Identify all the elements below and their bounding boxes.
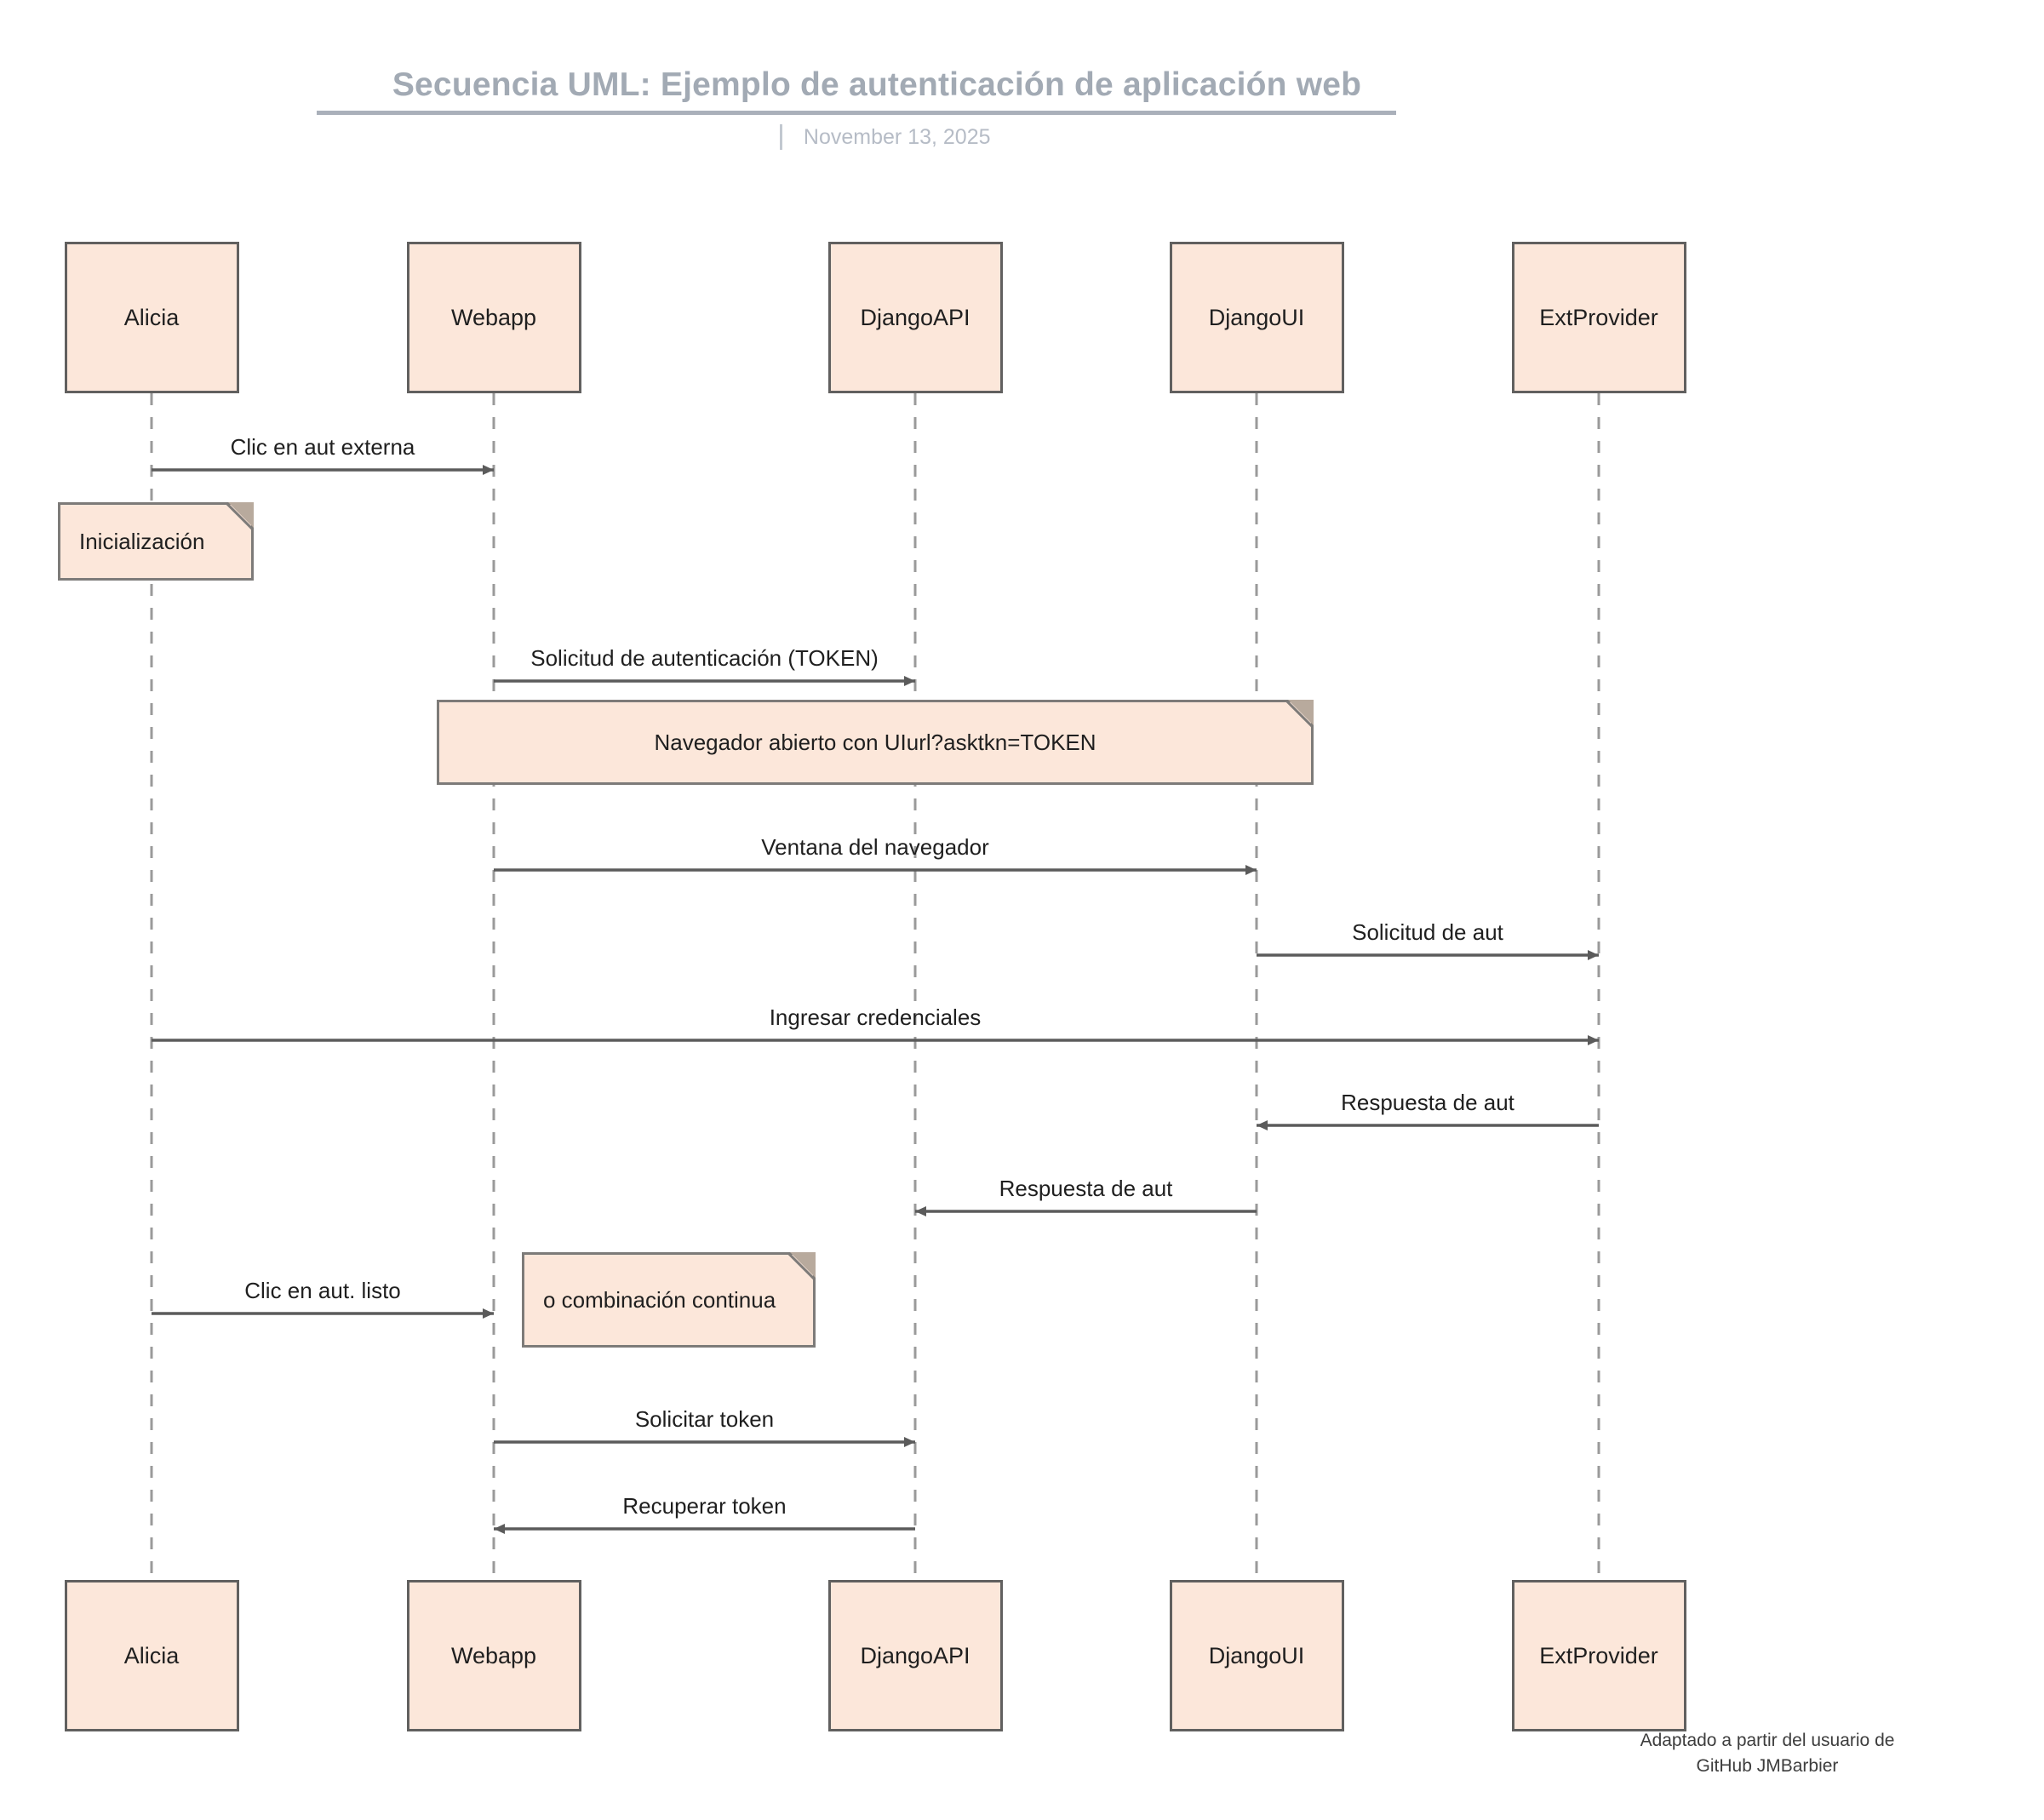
- actor-label-djangoui: DjangoUI: [1208, 1642, 1305, 1668]
- lifeline-group: [150, 393, 1600, 1580]
- actor-label-webapp: Webapp: [450, 1642, 537, 1668]
- message-arrow-group: [152, 465, 1599, 1534]
- message-label-m4: Solicitud de aut: [1352, 919, 1503, 945]
- note-text-n3: o combinación continua: [543, 1286, 776, 1313]
- actor-label-djangoui: DjangoUI: [1208, 304, 1305, 330]
- message-label-m10: Recuperar token: [622, 1493, 787, 1519]
- actor-box-webapp-bottom[interactable]: Webapp: [406, 1580, 581, 1731]
- note-fold-triangle: [790, 1252, 816, 1278]
- actor-box-alicia-top[interactable]: Alicia: [64, 242, 239, 393]
- note-n2[interactable]: Navegador abierto con UIurl?asktkn=TOKEN: [437, 700, 1314, 785]
- actor-box-alicia-bottom[interactable]: Alicia: [64, 1580, 239, 1731]
- actor-label-djangoapi: DjangoAPI: [860, 304, 970, 330]
- subtitle-row: November 13, 2025: [0, 124, 1771, 150]
- note-text-n2: Navegador abierto con UIurl?asktkn=TOKEN: [654, 729, 1096, 755]
- diagram-date: November 13, 2025: [803, 124, 991, 149]
- message-label-m1: Clic en aut externa: [230, 434, 415, 460]
- message-label-m7: Respuesta de aut: [999, 1176, 1173, 1201]
- actor-box-extprovider-top[interactable]: ExtProvider: [1511, 242, 1686, 393]
- credit-line-2: GitHub JMBarbier: [1696, 1756, 1839, 1776]
- note-text-n1: Inicialización: [79, 528, 205, 554]
- note-fold-triangle: [1288, 700, 1314, 725]
- page-title: Secuencia UML: Ejemplo de autenticación …: [392, 66, 1362, 103]
- actor-label-alicia: Alicia: [123, 304, 180, 330]
- credit-line-1: Adaptado a partir del usuario de: [1640, 1731, 1895, 1750]
- message-label-m6: Respuesta de aut: [1341, 1090, 1514, 1115]
- message-label-m2: Solicitud de autenticación (TOKEN): [530, 645, 879, 671]
- actor-label-alicia: Alicia: [123, 1642, 180, 1668]
- actor-box-djangoapi-top[interactable]: DjangoAPI: [827, 242, 1003, 393]
- credit-text: Adaptado a partir del usuario de GitHub …: [1589, 1728, 1946, 1779]
- note-fold-triangle: [228, 502, 254, 528]
- actor-label-djangoapi: DjangoAPI: [860, 1642, 970, 1668]
- message-label-m9: Solicitar token: [634, 1406, 775, 1432]
- note-n1[interactable]: Inicialización: [58, 502, 254, 581]
- actor-box-djangoapi-bottom[interactable]: DjangoAPI: [827, 1580, 1003, 1731]
- actor-label-webapp: Webapp: [450, 304, 537, 330]
- subtitle-separator: [780, 124, 783, 150]
- note-n3[interactable]: o combinación continua: [522, 1252, 816, 1348]
- message-label-m8: Clic en aut. listo: [244, 1278, 401, 1303]
- message-label-m5: Ingresar credenciales: [769, 1004, 982, 1030]
- diagram-header: Secuencia UML: Ejemplo de autenticación …: [0, 0, 2044, 162]
- actor-box-extprovider-bottom[interactable]: ExtProvider: [1511, 1580, 1686, 1731]
- actor-box-djangoui-bottom[interactable]: DjangoUI: [1169, 1580, 1344, 1731]
- message-label-m3: Ventana del navegador: [761, 834, 989, 860]
- actor-label-extprovider: ExtProvider: [1539, 1642, 1658, 1668]
- actor-box-djangoui-top[interactable]: DjangoUI: [1169, 242, 1344, 393]
- actor-box-webapp-top[interactable]: Webapp: [406, 242, 581, 393]
- title-divider: [317, 111, 1396, 115]
- actor-label-extprovider: ExtProvider: [1539, 304, 1658, 330]
